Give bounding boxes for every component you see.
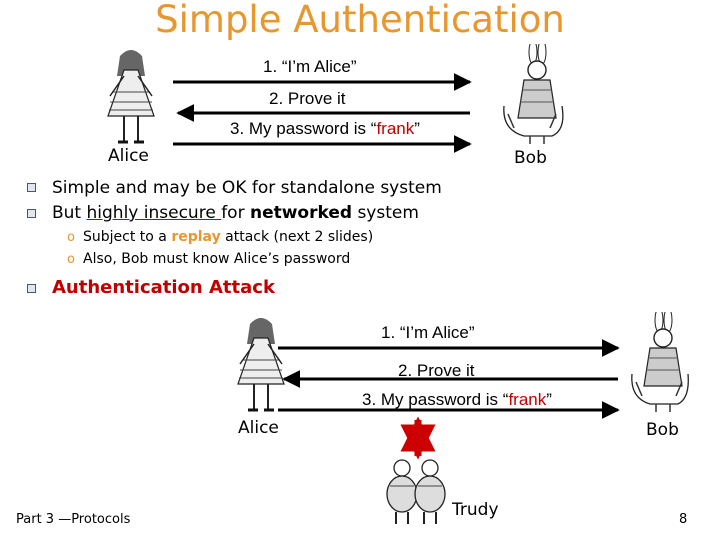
bob-label-attack: Bob [646, 420, 679, 440]
message-2-attack: 2. Prove it [398, 361, 475, 381]
bullet-2: But highly insecure for networked system [52, 203, 419, 223]
bob-label-top: Bob [514, 148, 547, 168]
sub-bullet-2: Also, Bob must know Alice’s password [83, 251, 350, 267]
page-number: 8 [679, 512, 687, 527]
bullet-icon [27, 284, 36, 293]
sub-bullet-1: Subject to a replay attack (next 2 slide… [83, 229, 373, 245]
alice-label-top: Alice [108, 146, 149, 166]
highly-insecure-text: highly insecure [87, 203, 222, 223]
password-text-attack: frank [508, 390, 546, 409]
alice-label-attack: Alice [238, 418, 279, 438]
alice-illustration-attack [232, 314, 290, 416]
sub-bullet-icon: o [67, 252, 75, 267]
message-2-top: 2. Prove it [269, 89, 346, 109]
trudy-label: Trudy [452, 500, 499, 520]
bullet-1: Simple and may be OK for standalone syst… [52, 178, 442, 198]
message-1-attack: 1. “I’m Alice” [381, 323, 475, 343]
rabbit-illustration-attack [628, 312, 694, 414]
password-text-top: frank [376, 119, 414, 138]
trudy-illustration [382, 458, 450, 528]
message-3-attack: 3. My password is “frank” [362, 390, 552, 410]
bullet-icon [27, 183, 36, 192]
footer-text: Part 3 —Protocols [16, 512, 130, 527]
message-1-top: 1. “I’m Alice” [263, 57, 357, 77]
sub-bullet-icon: o [67, 230, 75, 245]
bullet-3-heading: Authentication Attack [52, 277, 275, 298]
bullet-icon [27, 209, 36, 218]
message-3-top: 3. My password is “frank” [230, 119, 420, 139]
